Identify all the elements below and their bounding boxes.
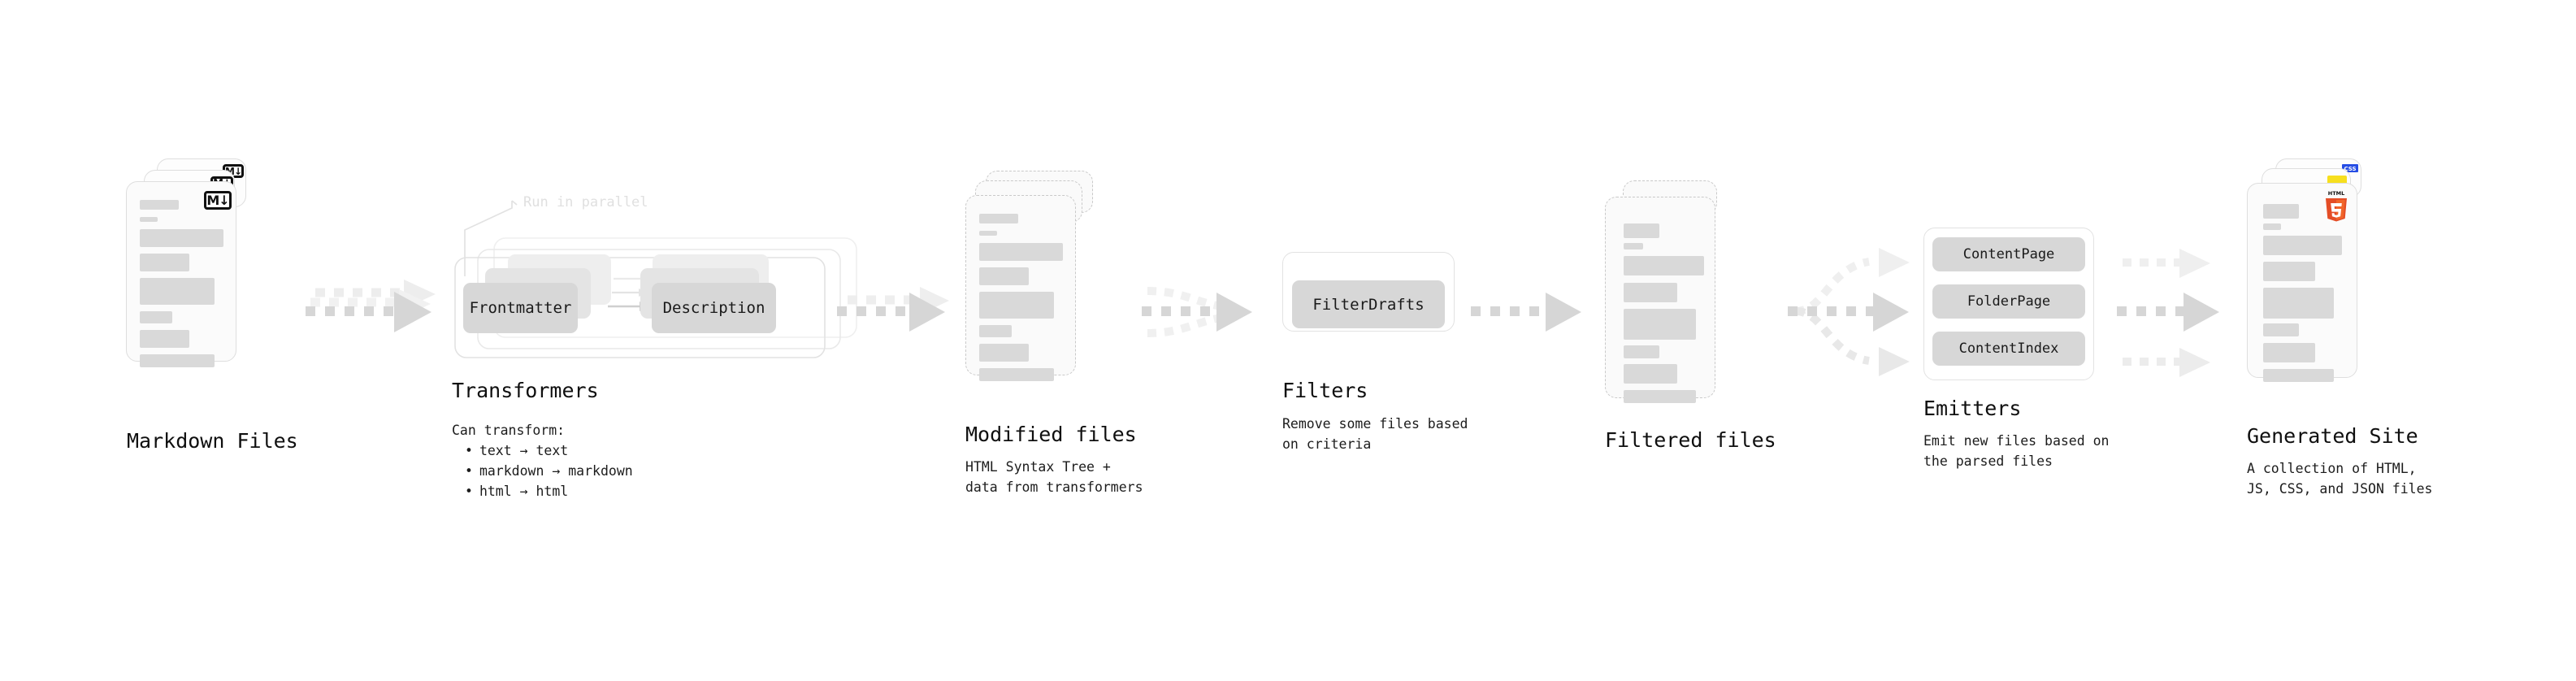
generated-site-description-line1: A collection of HTML, xyxy=(2247,461,2417,476)
doc-bar xyxy=(979,325,1012,337)
doc-bar xyxy=(140,311,172,323)
run-in-parallel-note: Run in parallel xyxy=(523,194,648,210)
filtered-card-front xyxy=(1605,197,1715,403)
modified-card-front xyxy=(965,195,1076,381)
doc-bar xyxy=(1624,256,1704,275)
doc-bar xyxy=(2263,223,2281,230)
transformer-pill-frontmatter[interactable]: Frontmatter xyxy=(463,283,578,333)
css-icon: CSS xyxy=(2342,164,2358,172)
stage-title-filtered-files: Filtered files xyxy=(1605,428,1776,452)
stage-title-emitters: Emitters xyxy=(1923,397,2022,420)
doc-bar xyxy=(1624,364,1677,384)
doc-bar xyxy=(979,267,1029,285)
doc-bar xyxy=(2263,343,2315,362)
arrow-emitters-to-generated xyxy=(2117,249,2219,377)
modified-files-description-line1: HTML Syntax Tree + xyxy=(965,459,1111,475)
doc-bar xyxy=(2263,236,2342,255)
doc-bar xyxy=(979,368,1054,381)
modified-files-description-line2: data from transformers xyxy=(965,479,1143,495)
stage-title-filters: Filters xyxy=(1282,379,1368,402)
doc-bar xyxy=(2263,369,2334,382)
stage-title-modified-files: Modified files xyxy=(965,423,1137,446)
transformers-bullet-item: html → html xyxy=(465,481,633,501)
doc-bar xyxy=(1624,223,1659,238)
emitters-description-line1: Emit new files based on xyxy=(1923,433,2110,449)
markdown-card-front xyxy=(126,181,236,367)
doc-bar xyxy=(140,330,189,348)
filters-description-line2: on criteria xyxy=(1282,436,1372,452)
arrow-filters-to-filtered xyxy=(1471,293,1581,332)
emitter-pill-folderpage[interactable]: FolderPage xyxy=(1932,284,2085,319)
doc-bar xyxy=(1624,243,1643,249)
doc-bar xyxy=(1624,390,1696,403)
arrow-filtered-to-emitters xyxy=(1788,248,1910,376)
transformers-capability-list: Can transform: text → text markdown → ma… xyxy=(452,420,633,501)
doc-bar xyxy=(979,292,1054,319)
doc-bar xyxy=(979,344,1029,362)
doc-bar xyxy=(1624,345,1659,358)
doc-bar xyxy=(140,278,215,305)
transformers-lead: Can transform: xyxy=(452,423,566,438)
doc-bar xyxy=(979,231,997,236)
transformers-bullet-item: text → text xyxy=(465,440,633,461)
doc-bar xyxy=(140,229,223,247)
stage-title-markdown-files: Markdown Files xyxy=(127,429,298,453)
html5-icon: HTML xyxy=(2322,189,2350,222)
emitter-pill-contentindex[interactable]: ContentIndex xyxy=(1932,332,2085,366)
arrow-markdown-to-transformers xyxy=(306,280,436,332)
filter-pill-filterdrafts[interactable]: FilterDrafts xyxy=(1292,280,1445,328)
emitters-description-line2: the parsed files xyxy=(1923,453,2053,469)
doc-bar xyxy=(140,200,179,210)
doc-bar xyxy=(979,214,1018,223)
stage-title-transformers: Transformers xyxy=(452,379,599,402)
doc-bar xyxy=(2263,204,2299,219)
arrow-modified-to-filters xyxy=(1142,287,1252,337)
doc-bar xyxy=(2263,323,2299,336)
markdown-icon-front: M↓ xyxy=(204,191,232,210)
stage-title-generated-site: Generated Site xyxy=(2247,424,2418,448)
doc-bar xyxy=(2263,288,2334,319)
doc-bar xyxy=(2263,262,2315,281)
svg-text:HTML: HTML xyxy=(2328,190,2344,197)
transformers-bullet-list: text → text markdown → markdown html → h… xyxy=(452,440,633,501)
doc-bar xyxy=(140,354,215,367)
filters-description-line1: Remove some files based xyxy=(1282,416,1468,432)
arrow-transformers-to-modified xyxy=(837,287,949,332)
generated-site-description-line2: JS, CSS, and JSON files xyxy=(2247,481,2433,497)
transformer-pill-description[interactable]: Description xyxy=(652,283,776,333)
doc-bar xyxy=(140,217,158,222)
doc-bar xyxy=(1624,283,1677,302)
emitter-pill-contentpage[interactable]: ContentPage xyxy=(1932,237,2085,271)
doc-bar xyxy=(979,243,1063,261)
transformers-bullet-item: markdown → markdown xyxy=(465,461,633,481)
doc-bar xyxy=(1624,309,1696,340)
doc-bar xyxy=(140,254,189,271)
